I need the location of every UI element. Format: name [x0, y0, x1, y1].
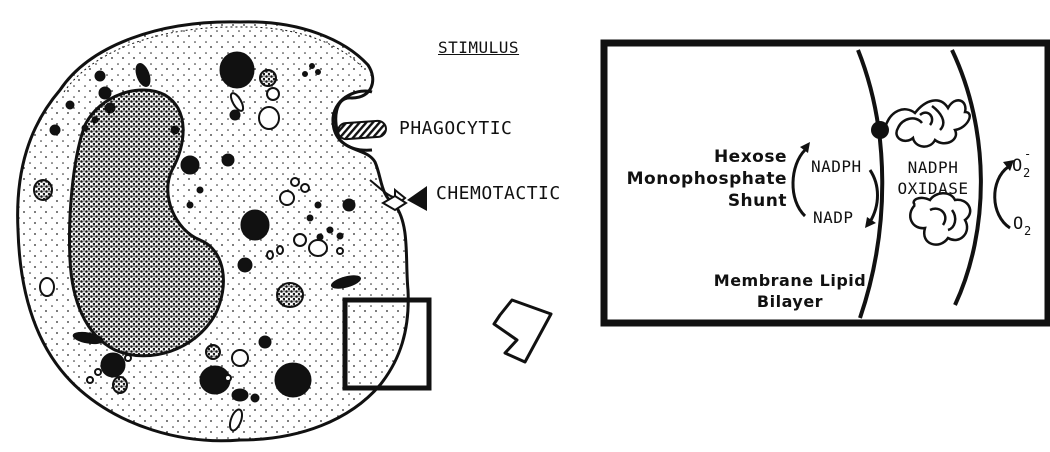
o2-bottom-symbol: O [1013, 214, 1024, 234]
membrane-line2: Bilayer [700, 291, 880, 312]
nadp-label: NADP [813, 208, 854, 227]
stimulus-label: STIMULUS [438, 38, 519, 57]
phagocytic-label: PHAGOCYTIC [399, 118, 512, 139]
membrane-line1: Membrane Lipid [700, 270, 880, 291]
o2-top-symbol: O [1012, 156, 1023, 176]
hexose-line3: Shunt [607, 190, 787, 212]
oxidase-line1: NADPH [893, 157, 973, 178]
oxidase-line2: OXIDASE [893, 178, 973, 199]
hollow-arrow-icon [494, 300, 551, 362]
o2-top-superscript: - [1024, 147, 1032, 161]
nadph-label: NADPH [811, 157, 862, 176]
hexose-line2: Monophosphate [607, 168, 787, 190]
nadph-oxidase-label: NADPH OXIDASE [893, 157, 973, 199]
o2-bottom-subscript: 2 [1024, 224, 1032, 238]
phagocytic-particle [338, 120, 387, 139]
hexose-line1: Hexose [607, 146, 787, 168]
chemotactic-label: CHEMOTACTIC [436, 183, 561, 204]
hexose-shunt-label: Hexose Monophosphate Shunt [607, 146, 787, 212]
membrane-lipid-label: Membrane Lipid Bilayer [700, 270, 880, 312]
o2-top-subscript: 2 [1023, 166, 1031, 180]
